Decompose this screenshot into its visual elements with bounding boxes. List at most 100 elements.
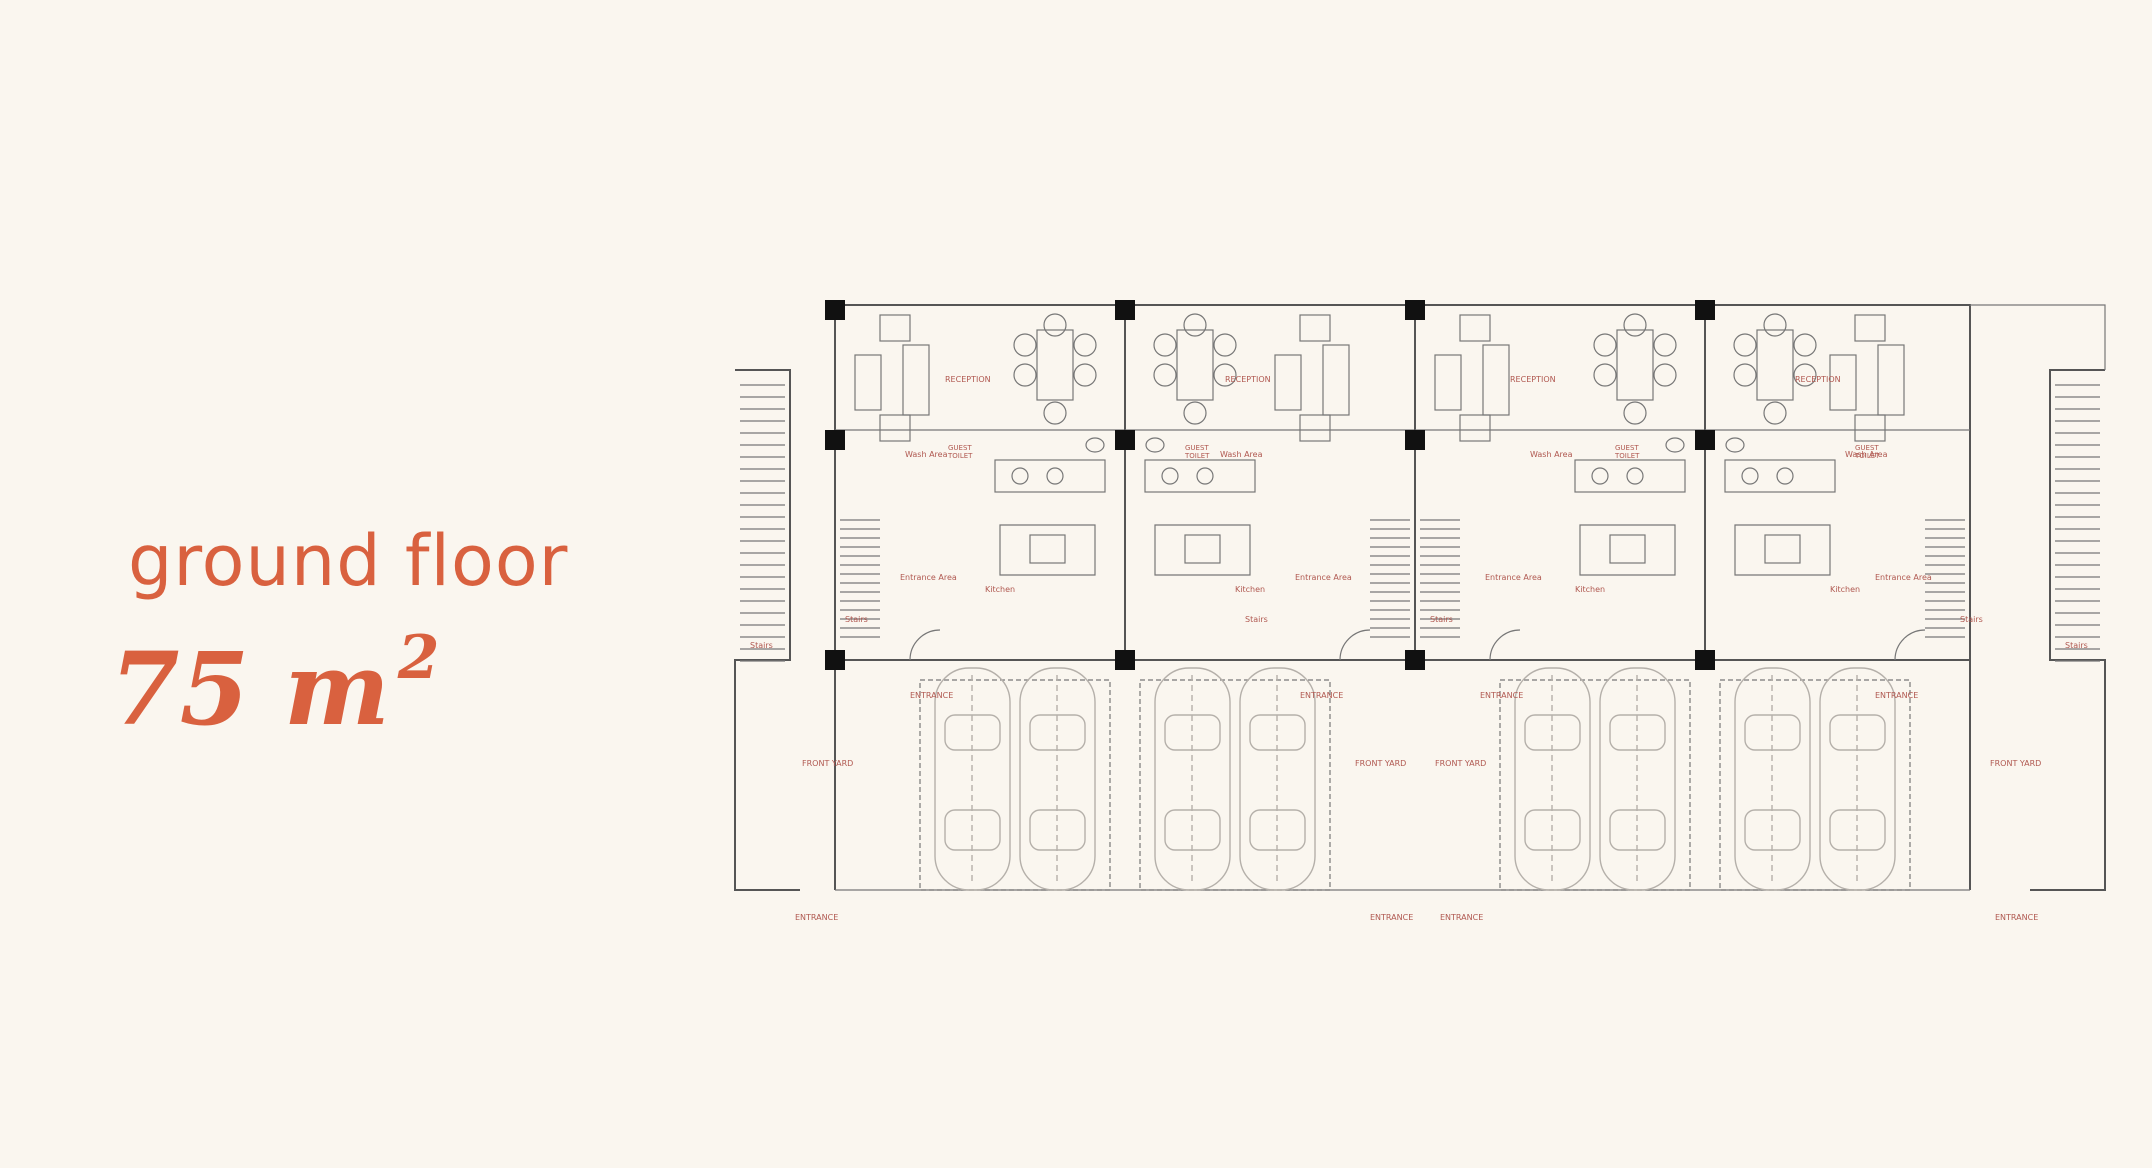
sink [1626,467,1644,485]
plan-label: GUEST [1185,444,1209,452]
plan-label: Entrance Area [900,573,957,582]
sofa [902,344,930,416]
right-top-wall [1970,304,2106,370]
plan-label: Wash Area [1530,450,1573,459]
plan-label: Wash Area [905,450,948,459]
sink [1046,467,1064,485]
area-number: 75 m [110,630,390,748]
wash-area-counter [1574,459,1686,493]
dining-chair [1793,333,1817,357]
plan-label: TOILET [1614,452,1640,460]
plan-label: ENTRANCE [910,691,953,700]
plan-label: Stairs [2065,641,2088,650]
car [1734,667,1811,891]
kitchen-table [1184,534,1221,564]
dining-chair [1043,313,1067,337]
plan-label: Wash Area [1220,450,1263,459]
dining-chair [1623,401,1647,425]
plan-label: Entrance Area [1875,573,1932,582]
toilet [1145,437,1165,453]
dining-chair [1153,333,1177,357]
armchair [1299,314,1331,342]
kitchen-island [999,524,1096,576]
dining-chair [1153,363,1177,387]
plan-units [825,300,1970,891]
kitchen-island [1154,524,1251,576]
dining-chair [1793,363,1817,387]
plan-label: Kitchen [985,585,1015,594]
column [825,300,845,320]
plan-label: TOILET [1854,452,1880,460]
plan-label: RECEPTION [945,375,991,384]
column [1115,300,1135,320]
plan-label: FRONT YARD [1990,759,2041,768]
building-outline [834,304,1971,661]
parking-bay [919,679,1111,891]
plan-label: Stairs [845,615,868,624]
sink [1741,467,1759,485]
plan-label: FRONT YARD [1355,759,1406,768]
unit-3 [1405,300,1705,891]
armchair [879,414,911,442]
unit-1 [825,300,1125,891]
plan-label: Wash Area [1845,450,1888,459]
dining-table [1616,329,1654,401]
dining-chair [1733,333,1757,357]
dining-chair [1763,313,1787,337]
plan-label: Kitchen [1830,585,1860,594]
door-arc [1339,629,1371,661]
dining-chair [1013,333,1037,357]
armchair [879,314,911,342]
dining-chair [1623,313,1647,337]
dining-table [1176,329,1214,401]
dining-chair [1593,363,1617,387]
plan-walls [734,304,2106,891]
dining-chair [1593,333,1617,357]
sink [1196,467,1214,485]
dining-chair [1073,333,1097,357]
toilet [1085,437,1105,453]
sink [1776,467,1794,485]
plan-label: GUEST [1855,444,1879,452]
plan-label: Entrance Area [1295,573,1352,582]
car [934,667,1011,891]
sofa [1482,344,1510,416]
coffee-table [1829,354,1857,411]
armchair [1299,414,1331,442]
dining-table [1036,329,1074,401]
plan-label: Entrance Area [1485,573,1542,582]
wash-area-counter [1144,459,1256,493]
parking-bay [1499,679,1691,891]
car [1819,667,1896,891]
door-arc [909,629,941,661]
kitchen-table [1764,534,1801,564]
armchair [1854,414,1886,442]
plan-label: ENTRANCE [1370,913,1413,922]
column [1405,650,1425,670]
left-side-wall [734,369,800,891]
column [1405,430,1425,450]
column [1695,430,1715,450]
parking-bay [1719,679,1911,891]
kitchen-table [1609,534,1646,564]
column [1115,430,1135,450]
right-side-wall [2030,369,2106,891]
unit-2 [1115,300,1415,891]
plan-label: Stairs [750,641,773,650]
plan-label: TOILET [947,452,973,460]
column [1115,650,1135,670]
dining-chair [1013,363,1037,387]
door-arc [1489,629,1521,661]
armchair [1459,314,1491,342]
dining-table [1756,329,1794,401]
dining-chair [1043,401,1067,425]
dining-chair [1183,313,1207,337]
wash-area-counter [1724,459,1836,493]
door-arc [1894,629,1926,661]
coffee-table [1274,354,1302,411]
dining-chair [1763,401,1787,425]
sofa [1322,344,1350,416]
